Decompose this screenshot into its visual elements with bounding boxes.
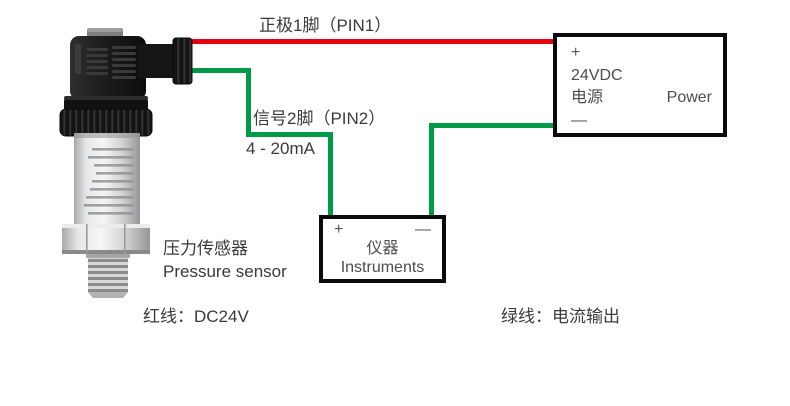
power-name-zh: 电源 (571, 89, 604, 107)
instruments-plus-terminal: + (334, 221, 344, 238)
pressure-sensor-illustration (59, 28, 193, 298)
instruments-minus-terminal: — (415, 221, 431, 238)
sensor-caption-en: Pressure sensor (163, 262, 287, 281)
power-voltage-label: 24VDC (571, 66, 623, 84)
pin2-range-label: 4 - 20mA (246, 139, 315, 158)
green-wire-pin2-seg-h2 (246, 132, 333, 137)
sensor-caption-zh: 压力传感器 (163, 239, 248, 258)
stud-tip (88, 292, 128, 298)
green-wire-pin2-seg-v2 (328, 132, 333, 217)
pin1-wire-label: 正极1脚（PIN1） (259, 16, 392, 35)
connector-vent-slots (86, 46, 136, 79)
threaded-stud (88, 258, 128, 292)
instruments-box: + — 仪器 Instruments (319, 215, 446, 283)
sensor-din-connector-head (70, 36, 146, 100)
red-wire-pin1 (186, 39, 556, 44)
instruments-name-zh: 仪器 (366, 240, 399, 257)
power-plus-terminal: + (571, 44, 581, 61)
pin2-wire-label: 信号2脚（PIN2） (253, 109, 386, 128)
legend-red-wire: 红线：DC24V (143, 307, 249, 326)
power-supply-box: + 24VDC 电源 Power — (553, 33, 727, 137)
power-minus-terminal: — (571, 111, 587, 129)
sensor-caption: 压力传感器 Pressure sensor (163, 237, 287, 283)
knurled-ring (59, 108, 153, 137)
connector-side-arm (138, 44, 178, 78)
etched-spec-lines (84, 148, 134, 215)
hex-nut (62, 224, 150, 254)
legend-green-wire: 绿线：电流输出 (501, 307, 620, 326)
green-wire-return-seg-h (429, 123, 555, 128)
cable-gland-nut (172, 37, 193, 85)
green-wire-return-seg-v (429, 123, 434, 217)
power-name-en: Power (666, 89, 712, 107)
green-wire-pin2-seg-v1 (246, 68, 251, 137)
instruments-name-en: Instruments (340, 259, 425, 276)
green-wire-pin2-seg-h1 (186, 68, 251, 73)
